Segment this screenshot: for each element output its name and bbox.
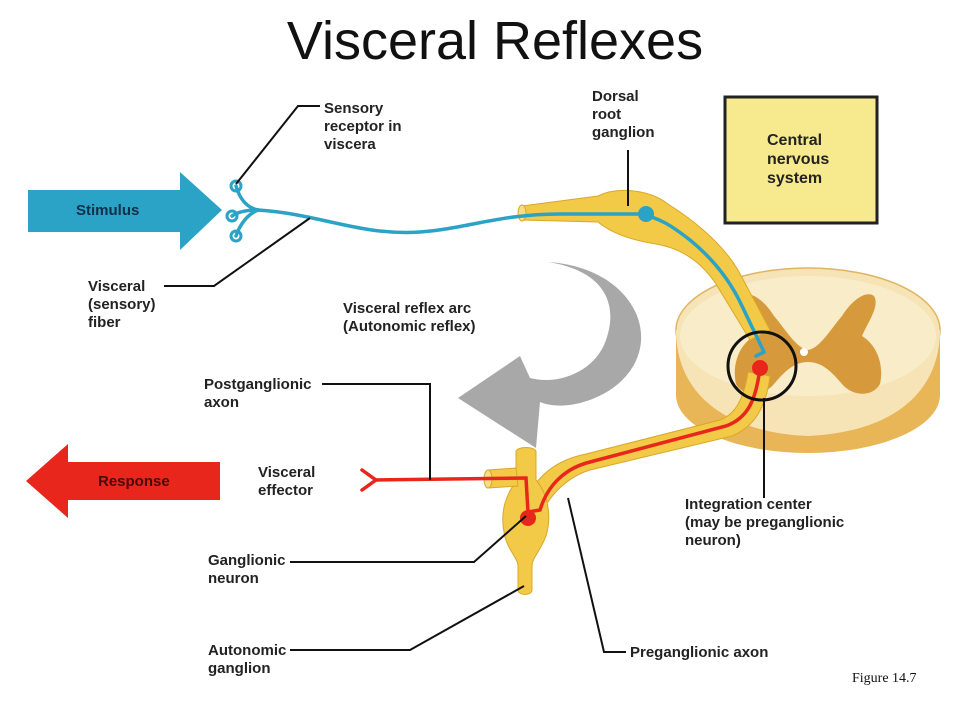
leader-lines bbox=[164, 105, 765, 653]
integration-center-ring bbox=[726, 330, 798, 402]
label-response: Response bbox=[98, 473, 170, 490]
ganglion-neuron-cell bbox=[520, 510, 536, 526]
label-visceral-fiber: Visceral (sensory) fiber bbox=[88, 278, 156, 331]
ventral-root-nerve bbox=[527, 371, 771, 503]
label-autonomic-reflex: (Autonomic reflex) bbox=[343, 318, 476, 335]
page-title: Visceral Reflexes bbox=[286, 11, 704, 71]
label-stimulus: Stimulus bbox=[76, 202, 140, 219]
label-preganglionic-axon: Preganglionic axon bbox=[630, 644, 769, 661]
label-integration-center: Integration center (may be preganglionic… bbox=[685, 496, 845, 549]
cns-box bbox=[723, 95, 879, 225]
figure-caption: Figure 14.7 bbox=[852, 671, 917, 686]
response-arrow bbox=[26, 444, 220, 518]
label-autonomic-ganglion: Autonomic ganglion bbox=[208, 642, 287, 677]
label-sensory-receptor: Sensory receptor in viscera bbox=[324, 100, 402, 153]
dorsal-ganglion-cell bbox=[638, 206, 654, 222]
sensory-pathway bbox=[230, 184, 766, 358]
label-reflex-arc: Visceral reflex arc bbox=[343, 300, 472, 317]
integration-neuron bbox=[752, 360, 768, 376]
label-visceral-effector: Visceral effector bbox=[258, 464, 316, 499]
label-ganglionic-neuron: Ganglionic neuron bbox=[208, 552, 286, 587]
motor-pathway bbox=[360, 366, 762, 514]
label-dorsal-root-ganglion: Dorsal root ganglion bbox=[592, 88, 655, 141]
label-postganglionic-axon: Postganglionic axon bbox=[204, 376, 312, 411]
gray-matter bbox=[734, 294, 882, 394]
reflex-arc-arrow bbox=[458, 262, 642, 448]
label-cns: Central nervous system bbox=[767, 132, 830, 187]
stimulus-arrow bbox=[28, 172, 222, 250]
